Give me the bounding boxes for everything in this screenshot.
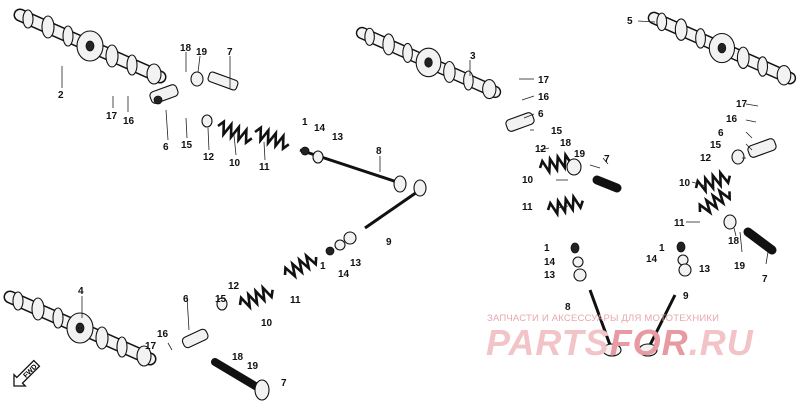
label-1: 1: [302, 117, 308, 128]
label-14-mid: 14: [338, 269, 350, 280]
label-1-r: 1: [544, 243, 550, 254]
label-17-mid: 17: [145, 341, 157, 352]
label-1-mid: 1: [320, 261, 326, 272]
watermark-brand-a: PARTS: [486, 322, 610, 363]
valve-spring-mid-outer: [236, 283, 277, 312]
label-19: 19: [196, 47, 208, 58]
valve-cotter: [300, 146, 310, 156]
label-6-r: 6: [538, 109, 544, 120]
label-11: 11: [259, 162, 270, 173]
label-10-mid: 10: [261, 318, 273, 329]
label-13-r: 13: [544, 270, 556, 281]
label-6-fr: 6: [718, 128, 724, 139]
watermark-brand-c: .RU: [688, 322, 754, 363]
label-15-fr: 15: [710, 140, 722, 151]
valve-spring-outer: [251, 125, 293, 152]
label-15-r: 15: [551, 126, 563, 137]
label-19-r: 19: [574, 149, 586, 160]
label-12: 12: [203, 152, 215, 163]
right-spring-c: [692, 168, 734, 195]
camshaft-3: [362, 28, 496, 98]
camshaft-4: [10, 292, 151, 366]
label-18-fr: 18: [728, 236, 740, 247]
label-11-fr: 11: [674, 218, 685, 229]
label-7-mid: 7: [281, 378, 287, 389]
label-11-r: 11: [522, 202, 533, 213]
label-10-fr: 10: [679, 178, 691, 189]
label-13: 13: [332, 132, 344, 143]
label-18-mid: 18: [232, 352, 244, 363]
label-18-r: 18: [560, 138, 572, 149]
watermark-brand-b: FOR: [609, 322, 689, 363]
leader-lines: [61, 20, 769, 351]
label-6-mid: 6: [183, 294, 189, 305]
label-16: 16: [123, 116, 135, 127]
camshaft-2: [20, 10, 161, 84]
label-19-mid: 19: [247, 361, 259, 372]
label-15: 15: [181, 140, 193, 151]
label-7-r: 7: [604, 154, 610, 165]
label-13-mid: 13: [350, 258, 362, 269]
valve-collar: [312, 150, 324, 164]
camshaft-5: [654, 13, 791, 85]
label-16-fr: 16: [726, 114, 738, 125]
label-9-r: 9: [683, 291, 689, 302]
label-12-r: 12: [535, 144, 547, 155]
valve-8: [588, 289, 612, 346]
right-spring-b: [545, 193, 586, 218]
o-ring: [190, 71, 204, 87]
label-1-fr: 1: [659, 243, 665, 254]
label-17-r: 17: [538, 75, 550, 86]
spring-seat: [201, 114, 213, 128]
label-15-mid: 15: [215, 294, 227, 305]
label-7: 7: [227, 47, 233, 58]
right-spring-d: [695, 185, 735, 219]
label-3: 3: [470, 51, 476, 62]
valve-9: [648, 294, 677, 346]
label-2: 2: [58, 90, 64, 101]
label-7-fr: 7: [762, 274, 768, 285]
label-12-fr: 12: [700, 153, 712, 164]
label-9: 9: [386, 237, 392, 248]
label-14: 14: [314, 123, 326, 134]
label-14-r: 14: [544, 257, 556, 268]
valve-spring-mid: [280, 250, 321, 282]
label-10: 10: [229, 158, 241, 169]
part-labels: 2 3 4 5 18 19 7 6 15 12 10 11 17 16 1 14…: [58, 16, 768, 389]
label-11-mid: 11: [290, 295, 301, 306]
label-5: 5: [627, 16, 633, 27]
label-6: 6: [163, 142, 169, 153]
exhaust-valve: [364, 188, 421, 230]
fwd-arrow: FWD: [13, 359, 41, 387]
label-12-mid: 12: [228, 281, 240, 292]
label-8-r: 8: [565, 302, 571, 313]
label-17: 17: [106, 111, 118, 122]
label-19-fr: 19: [734, 261, 746, 272]
label-16-mid: 16: [157, 329, 169, 340]
label-16-r: 16: [538, 92, 550, 103]
watermark-brand: PARTSFOR.RU: [486, 323, 754, 363]
label-8: 8: [376, 146, 382, 157]
rocker-arm: [149, 84, 179, 105]
rocker-shaft: [207, 71, 239, 91]
label-17-fr: 17: [736, 99, 748, 110]
label-18: 18: [180, 43, 192, 54]
label-14-fr: 14: [646, 254, 658, 265]
label-13-fr: 13: [699, 264, 711, 275]
watermark-tagline: ЗАПЧАСТИ И АКСЕССУАРЫ ДЛЯ МОТОТЕХНИКИ: [487, 313, 720, 324]
label-4: 4: [78, 286, 84, 297]
label-10-r: 10: [522, 175, 534, 186]
